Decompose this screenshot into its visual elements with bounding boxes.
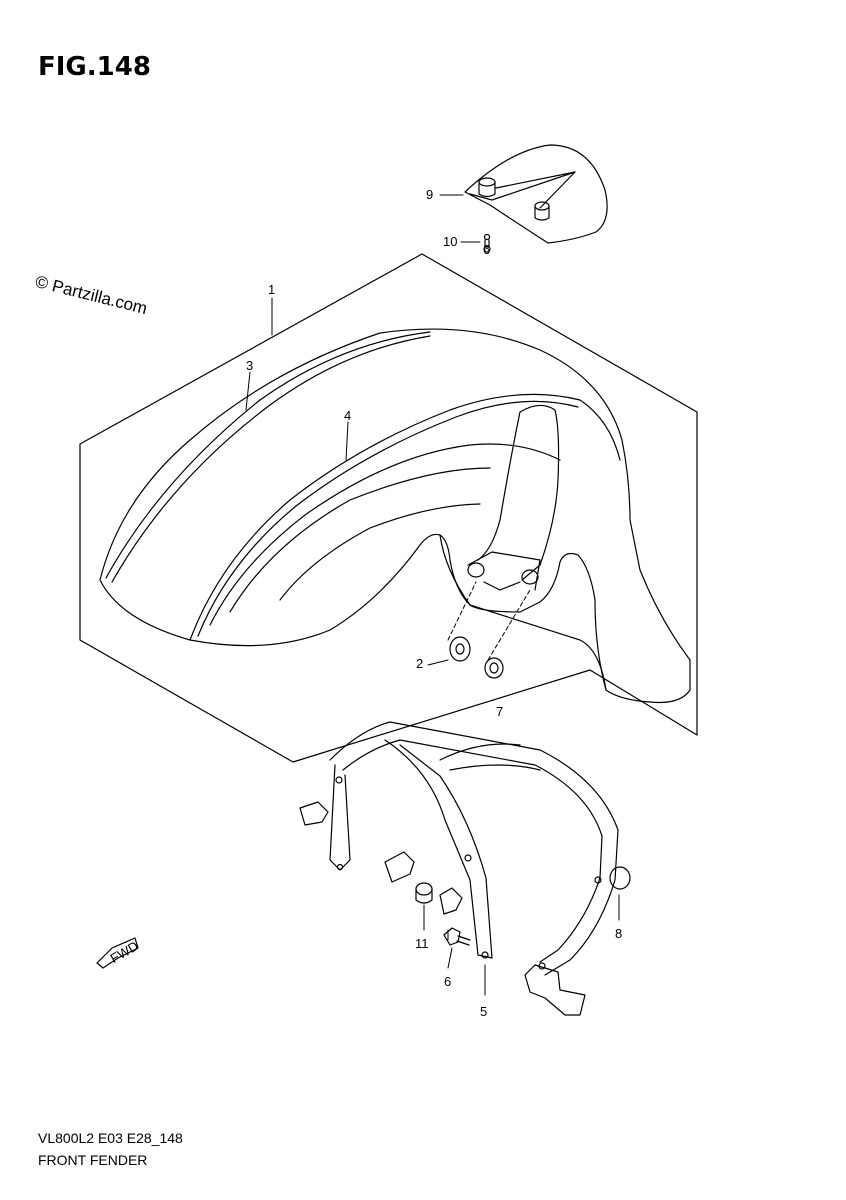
footer-model-code: VL800L2 E03 E28_148 (38, 1130, 183, 1146)
part-5-fender-brace (299, 721, 619, 1016)
callout-2: 2 (416, 656, 423, 671)
callout-3: 3 (246, 358, 253, 373)
part-7-cushion (484, 657, 504, 679)
callout-9: 9 (426, 187, 433, 202)
callout-7: 7 (496, 704, 503, 719)
fender-mount-bosses (467, 551, 541, 591)
callout-1: 1 (268, 282, 275, 297)
callout-4: 4 (344, 408, 351, 423)
part-8-grommet (609, 866, 631, 890)
callout-11: 11 (415, 936, 429, 951)
part-1-fender-body (99, 328, 691, 704)
callout-5: 5 (480, 1004, 487, 1019)
leader-lines (245, 194, 620, 996)
assembly-outline (79, 253, 698, 763)
callout-6-lower: 6 (444, 974, 451, 989)
part-11-collar (415, 882, 433, 904)
footer-figure-name: FRONT FENDER (38, 1152, 148, 1168)
part-6-bolt (443, 927, 471, 946)
forward-arrow-icon (96, 937, 139, 969)
part-10-bolt (483, 233, 491, 253)
callout-10: 10 (443, 234, 457, 249)
callout-8: 8 (615, 926, 622, 941)
part-2-washer (449, 636, 471, 662)
part-9-cover-plate (464, 144, 608, 244)
callout-6-upper: 6 (483, 242, 490, 257)
figure-title: FIG.148 (38, 52, 151, 82)
